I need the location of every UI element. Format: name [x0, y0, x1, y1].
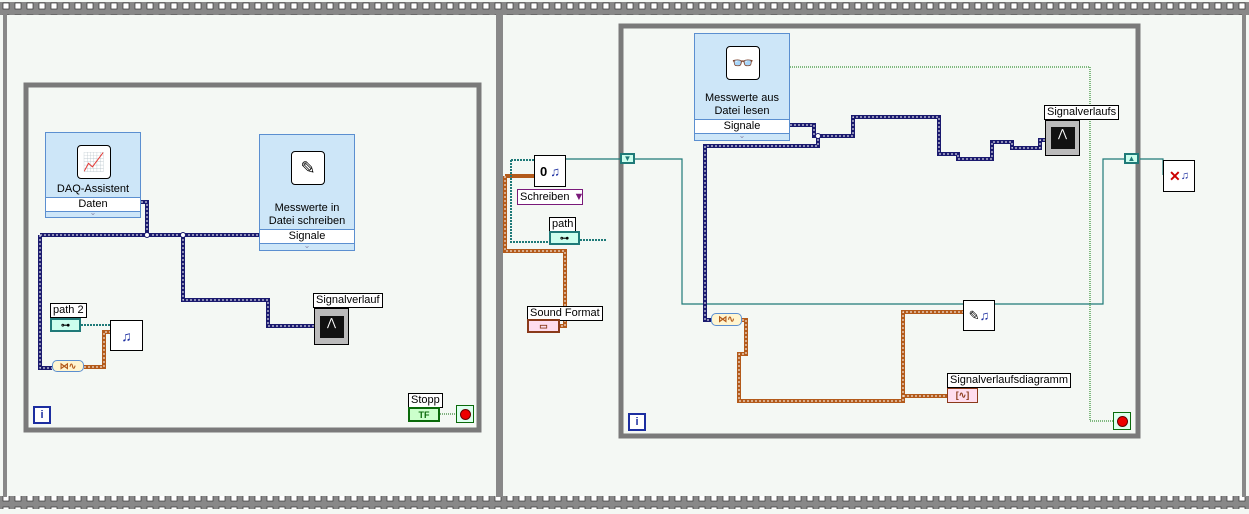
expand-icon[interactable]: ⌄	[738, 131, 746, 140]
graph2-label: Signalverlaufs	[1044, 105, 1120, 120]
mode-enum-value: Schreiben	[520, 191, 570, 203]
loop-condition-stop-icon[interactable]	[456, 405, 474, 423]
write-title-2: Datei schreiben	[268, 215, 346, 227]
graph-label: Signalverlauf	[313, 293, 383, 308]
shift-register-left[interactable]: ▼	[620, 153, 635, 164]
waveform-graph-terminal[interactable]: ⋀	[314, 308, 349, 345]
while-loop-2	[618, 23, 1141, 439]
sound-write-icon[interactable]: ♫	[110, 320, 143, 351]
mode-enum[interactable]: Schreiben▼	[517, 189, 585, 205]
waveform-chart-terminal[interactable]: [∿]	[947, 388, 978, 403]
write-title-1: Messwerte in	[274, 202, 340, 214]
sound-file-icon: ♫	[550, 163, 560, 179]
sound-format-label: Sound Format	[527, 306, 603, 321]
graph-icon: ⋀	[319, 315, 344, 338]
loop-condition-stop-icon-2[interactable]	[1113, 412, 1131, 430]
floppy-glasses-icon: 👓	[726, 46, 760, 80]
graph-icon: ⋀	[1050, 127, 1075, 149]
stop-button-control[interactable]: TF	[408, 407, 440, 422]
iteration-terminal: i	[33, 406, 51, 424]
write-input-signale[interactable]: Signale	[260, 229, 354, 244]
sound-close-node[interactable]: ✕♫	[1163, 160, 1195, 192]
open-constant: 0	[540, 163, 548, 179]
sequence-bottom-strip	[0, 496, 1249, 509]
sound-write-node[interactable]: ✎♫	[963, 300, 995, 331]
path-label: path	[549, 217, 577, 232]
chart-label: Signalverlaufsdiagramm	[947, 373, 1071, 388]
path2-label: path 2	[50, 303, 87, 318]
read-title-2: Datei lesen	[714, 105, 770, 117]
read-output-signale[interactable]: Signale	[695, 119, 789, 134]
pencil-icon: ✎	[968, 307, 980, 323]
sound-format-control[interactable]: ▭	[527, 319, 560, 333]
daq-assistant-node[interactable]: 📈 DAQ-Assistent Daten ⌄	[45, 132, 141, 218]
read-title-1: Messwerte aus	[705, 92, 779, 104]
build-waveform-node-2[interactable]: ⋈∿	[711, 313, 742, 326]
daq-title: DAQ-Assistent	[56, 183, 130, 195]
waveform-graph2-terminal[interactable]: ⋀	[1045, 120, 1080, 156]
close-x-icon: ✕	[1169, 167, 1181, 184]
sound-file-icon: ♫	[1180, 170, 1189, 182]
sequence-top-strip	[0, 2, 1249, 15]
while-loop-1	[23, 82, 482, 433]
iteration-terminal-2: i	[628, 413, 646, 431]
frame-divider	[496, 14, 503, 497]
daq-card-icon: 📈	[77, 145, 111, 179]
write-measurement-file-node[interactable]: ✎ Messwerte in Datei schreiben Signale ⌄	[259, 134, 355, 251]
path-control[interactable]: ⊶	[549, 231, 580, 245]
sound-open-node[interactable]: 0♫	[534, 155, 566, 187]
shift-register-right[interactable]: ▲	[1124, 153, 1139, 164]
expand-icon[interactable]: ⌄	[89, 208, 97, 217]
daq-output-daten[interactable]: Daten	[46, 197, 140, 212]
floppy-pencil-icon: ✎	[291, 151, 325, 185]
read-measurement-file-node[interactable]: 👓 Messwerte aus Datei lesen Signale ⌄	[694, 33, 790, 141]
path2-control[interactable]: ⊶	[50, 318, 81, 332]
expand-icon[interactable]: ⌄	[303, 241, 311, 250]
dropdown-arrow-icon: ▼	[573, 191, 585, 203]
sound-file-icon: ♫	[979, 308, 990, 323]
build-waveform-node[interactable]: ⋈∿	[52, 360, 84, 372]
stop-label: Stopp	[408, 393, 443, 408]
